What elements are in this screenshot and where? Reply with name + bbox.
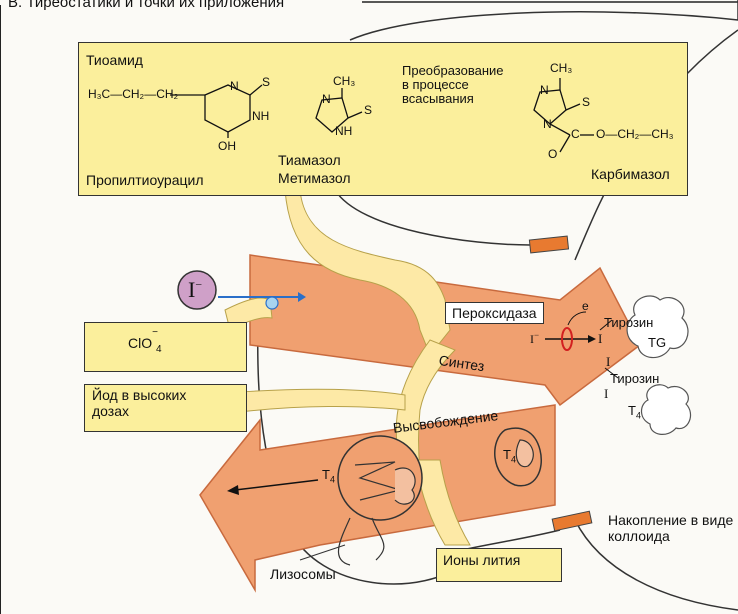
lysosomes-label: Лизосомы: [270, 566, 336, 582]
i-minus-label: I−: [530, 330, 539, 347]
thiamazole-nh: NH: [335, 124, 353, 138]
lithium-band: [414, 459, 471, 546]
carbimazole-n2: N: [543, 117, 552, 131]
t4-export-arrow: [234, 479, 319, 491]
colloid-droplet-large: [394, 467, 416, 505]
carbimazole-s: S: [582, 95, 591, 109]
i-minus-symbol: I: [530, 332, 534, 346]
t4-mid-label: T4: [503, 447, 516, 465]
conversion-label-2: в процессе: [402, 77, 469, 92]
peroxidase-block: [561, 327, 573, 351]
t4-mid-t: T: [503, 447, 511, 462]
thiamazole-ch3: CH₃: [333, 74, 356, 88]
section-title: В. Тиреостатики и точки их приложения: [8, 0, 284, 11]
colloid-storage-label: Накопление в виде коллоида: [608, 512, 734, 545]
ptu-n1: N: [230, 79, 239, 93]
carbimazole-o-chain: O—CH₂—CH₃: [596, 127, 674, 141]
carbimazole-c: C: [571, 127, 580, 141]
iodide-transport-arrowhead: [298, 292, 306, 302]
i-minus-sup: −: [534, 330, 540, 340]
tg-label: TG: [648, 335, 667, 350]
conversion-label-3: всасывания: [402, 91, 474, 106]
peroxidase-label: Пероксидаза: [445, 302, 544, 325]
perchlorate-box: [84, 322, 247, 372]
membrane-marker-top: [528, 235, 570, 254]
lysosome-zigzag: [354, 461, 403, 501]
ptu-nh: NH: [252, 109, 270, 123]
thiamazole-name: Тиамазол: [278, 152, 341, 168]
tyrosine-2-label: Тирозин: [610, 371, 660, 386]
i-atom-3-label: I: [604, 386, 609, 401]
high-dose-box: [84, 384, 247, 432]
methimazole-name: Метимазол: [278, 170, 351, 186]
section-title-text: В. Тиреостатики и точки их приложения: [8, 0, 285, 11]
t4-right-sub: 4: [635, 410, 641, 421]
lithium-label: Ионы лития: [443, 552, 521, 568]
ptu-name: Пропилтиоурацил: [86, 172, 204, 188]
ptu-chain: H₃C—CH₂—CH₂: [88, 87, 179, 101]
carbimazole-ch3: CH₃: [550, 61, 573, 75]
cell-outline-top: [349, 0, 738, 41]
iodide-symbol: I: [188, 277, 196, 302]
membrane-marker-bottom: [551, 510, 593, 532]
iodide-charge: −: [195, 277, 203, 292]
perchlorate-formula: ClO: [128, 335, 153, 351]
iodide-label: I−: [188, 277, 202, 302]
iodine-bond-2: [604, 367, 619, 379]
high-dose-band: [239, 388, 406, 413]
tg-cloud-top: [626, 295, 689, 359]
thioamide-box: [78, 42, 688, 196]
thioamide-heading: Тиоамид: [86, 52, 143, 68]
tg-cloud-bottom: [640, 384, 691, 435]
t4-left-t: T: [322, 467, 330, 482]
carbimazole-name: Карбимазол: [591, 166, 670, 182]
lysosome-stalk: [337, 517, 351, 566]
ptu-oh: OH: [218, 139, 236, 153]
perchlorate-sub: 4: [156, 343, 162, 355]
thioamide-band: [284, 189, 451, 356]
conversion-label-1: Преобразование: [402, 63, 504, 78]
t4-left-label: T4: [322, 467, 335, 485]
carbimazole-o-ring: O: [548, 147, 558, 161]
t4-right-t: T: [628, 403, 636, 418]
perchlorate-label: ClO − 4: [128, 327, 162, 355]
t4-left-sub: 4: [329, 474, 335, 485]
lysosome-stalk-2: [371, 517, 385, 561]
cell-membrane-lower-right: [574, 519, 738, 611]
perchlorate-sup: −: [152, 327, 158, 338]
colloid-droplet-small: [515, 439, 534, 468]
carbimazole-n1: N: [540, 83, 549, 97]
peroxidase-arrowhead: [588, 335, 596, 343]
electron-curve: [567, 311, 587, 326]
t4-mid-sub: 4: [510, 454, 516, 465]
t4-right-label: T4: [628, 403, 641, 421]
tyrosine-1-label: Тирозин: [604, 315, 654, 330]
t4-export-arrowhead: [227, 485, 239, 495]
lysosome-pointer: [299, 544, 346, 561]
i-atom-2-label: I: [606, 354, 611, 369]
lithium-box: Ионы лития: [436, 548, 562, 582]
electron-label: e: [582, 299, 589, 313]
iodide-circle: [177, 270, 217, 310]
iodine-bond-1: [599, 319, 613, 331]
high-dose-label: Йод в высоких дозах: [92, 387, 187, 420]
thiamazole-s: S: [364, 103, 373, 117]
thiamazole-n: N: [322, 92, 331, 106]
i-atom-label: I: [598, 331, 603, 346]
cell-membrane-upper: [334, 189, 565, 246]
ptu-s: S: [262, 75, 271, 89]
iodide-transporter: [265, 296, 279, 310]
